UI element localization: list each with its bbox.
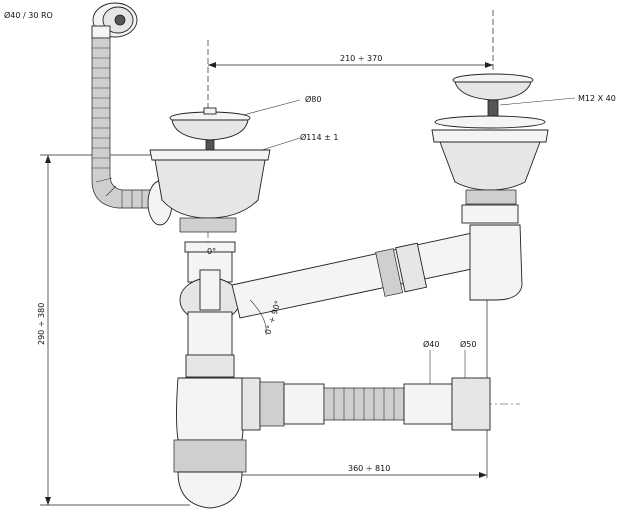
outlet-large-label: Ø50 (460, 339, 476, 349)
body-dia-label: Ø114 ± 1 (300, 132, 338, 142)
outlet-small-label: Ø40 (423, 339, 439, 349)
strainer-left-label: Ø80 (305, 94, 321, 104)
right-strainer (452, 73, 534, 121)
labels: Ø40 / 30 RO Ø80 Ø114 ± 1 210 ÷ 370 M12 X… (4, 10, 616, 473)
right-sink-body (431, 115, 549, 301)
bolt-label: M12 X 40 (578, 94, 616, 103)
height-label: 290 ÷ 380 (37, 303, 46, 345)
length-label: 360 ÷ 810 (348, 464, 390, 473)
left-strainer (169, 107, 251, 153)
overflow-fitting (91, 2, 138, 39)
overflow-label: Ø40 / 30 RO (4, 10, 53, 20)
angle-start-label: 0° (207, 247, 216, 256)
overflow-hose (91, 37, 173, 226)
left-sink-body (149, 149, 271, 253)
connecting-pipe (231, 227, 506, 336)
spacing-label: 210 ÷ 370 (340, 54, 382, 63)
outlet-hose (241, 377, 491, 431)
siphon-column (173, 251, 247, 509)
